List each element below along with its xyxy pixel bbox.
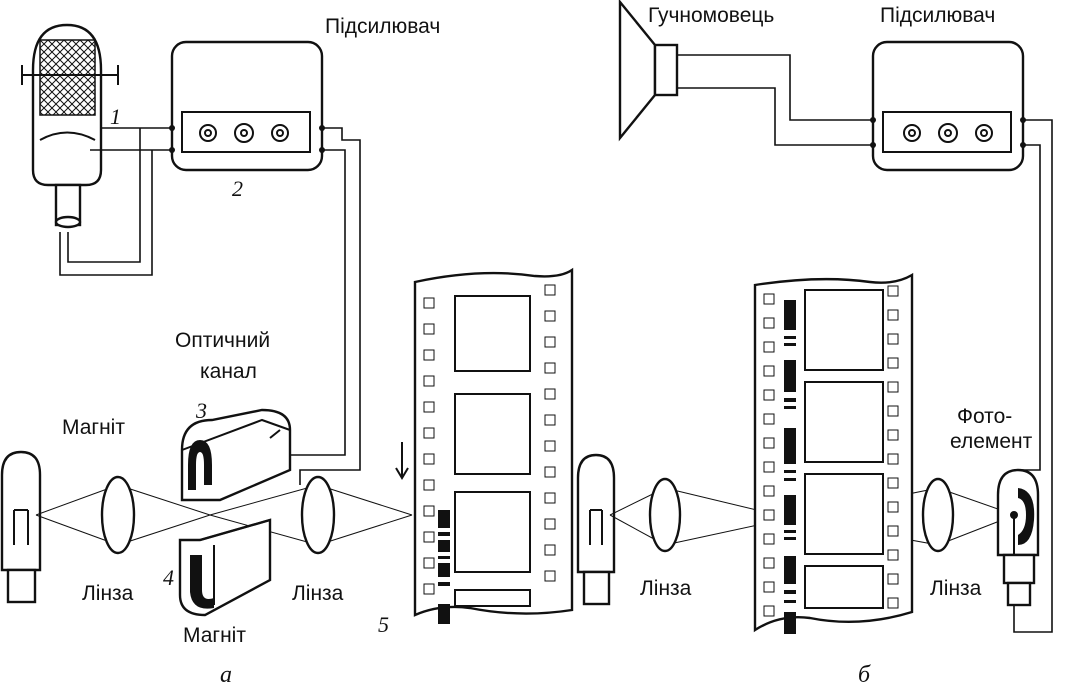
lens-b-right: [921, 477, 955, 553]
number-1: 1: [110, 104, 121, 129]
number-4: 4: [163, 565, 174, 590]
label-lens-a-right: Лінза: [292, 582, 344, 605]
loudspeaker: [618, 0, 679, 142]
amplifier-b: [870, 40, 1026, 172]
film-a-perforations-right: [544, 284, 556, 582]
number-2: 2: [232, 176, 243, 201]
film-strip-b: [753, 272, 914, 634]
film-direction-arrow: [395, 442, 409, 480]
wires-a: [59, 127, 361, 485]
amplifier-a: [169, 40, 325, 172]
film-a-perforations-left: [423, 297, 435, 595]
film-b-perforations-left: [763, 293, 775, 617]
film-b-soundtrack: [784, 300, 796, 634]
number-3: 3: [195, 398, 207, 423]
subfigure-a: а: [220, 662, 232, 686]
label-photocell-2: елемент: [950, 430, 1033, 453]
lamp-a: [0, 450, 42, 604]
magnet-upper: [180, 408, 292, 502]
label-optical-channel-2: канал: [200, 360, 257, 383]
film-strip-a: [395, 267, 574, 624]
label-amplifier-b: Підсилювач: [880, 4, 995, 27]
photocell: [996, 468, 1040, 607]
lens-a-left: [100, 475, 136, 555]
label-photocell-1: Фото-: [957, 405, 1012, 428]
label-lens-a-left: Лінза: [82, 582, 134, 605]
label-lens-b-left: Лінза: [640, 577, 692, 600]
film-b-perforations-right: [887, 285, 899, 609]
label-optical-channel-1: Оптичний: [175, 329, 270, 352]
film-a-soundtrack: [438, 510, 450, 624]
lamp-b: [576, 453, 616, 606]
label-loudspeaker: Гучномовець: [648, 4, 774, 27]
label-lens-b-right: Лінза: [930, 577, 982, 600]
label-magnet-top: Магніт: [62, 416, 125, 439]
label-amplifier-a: Підсилювач: [325, 15, 440, 38]
lens-b-left: [648, 477, 682, 553]
subfigure-b: б: [858, 662, 871, 686]
lens-a-right: [300, 475, 336, 555]
microphone: [21, 23, 119, 229]
magnet-lower: [178, 518, 272, 617]
number-5: 5: [378, 612, 389, 637]
label-magnet-bottom: Магніт: [183, 624, 246, 647]
